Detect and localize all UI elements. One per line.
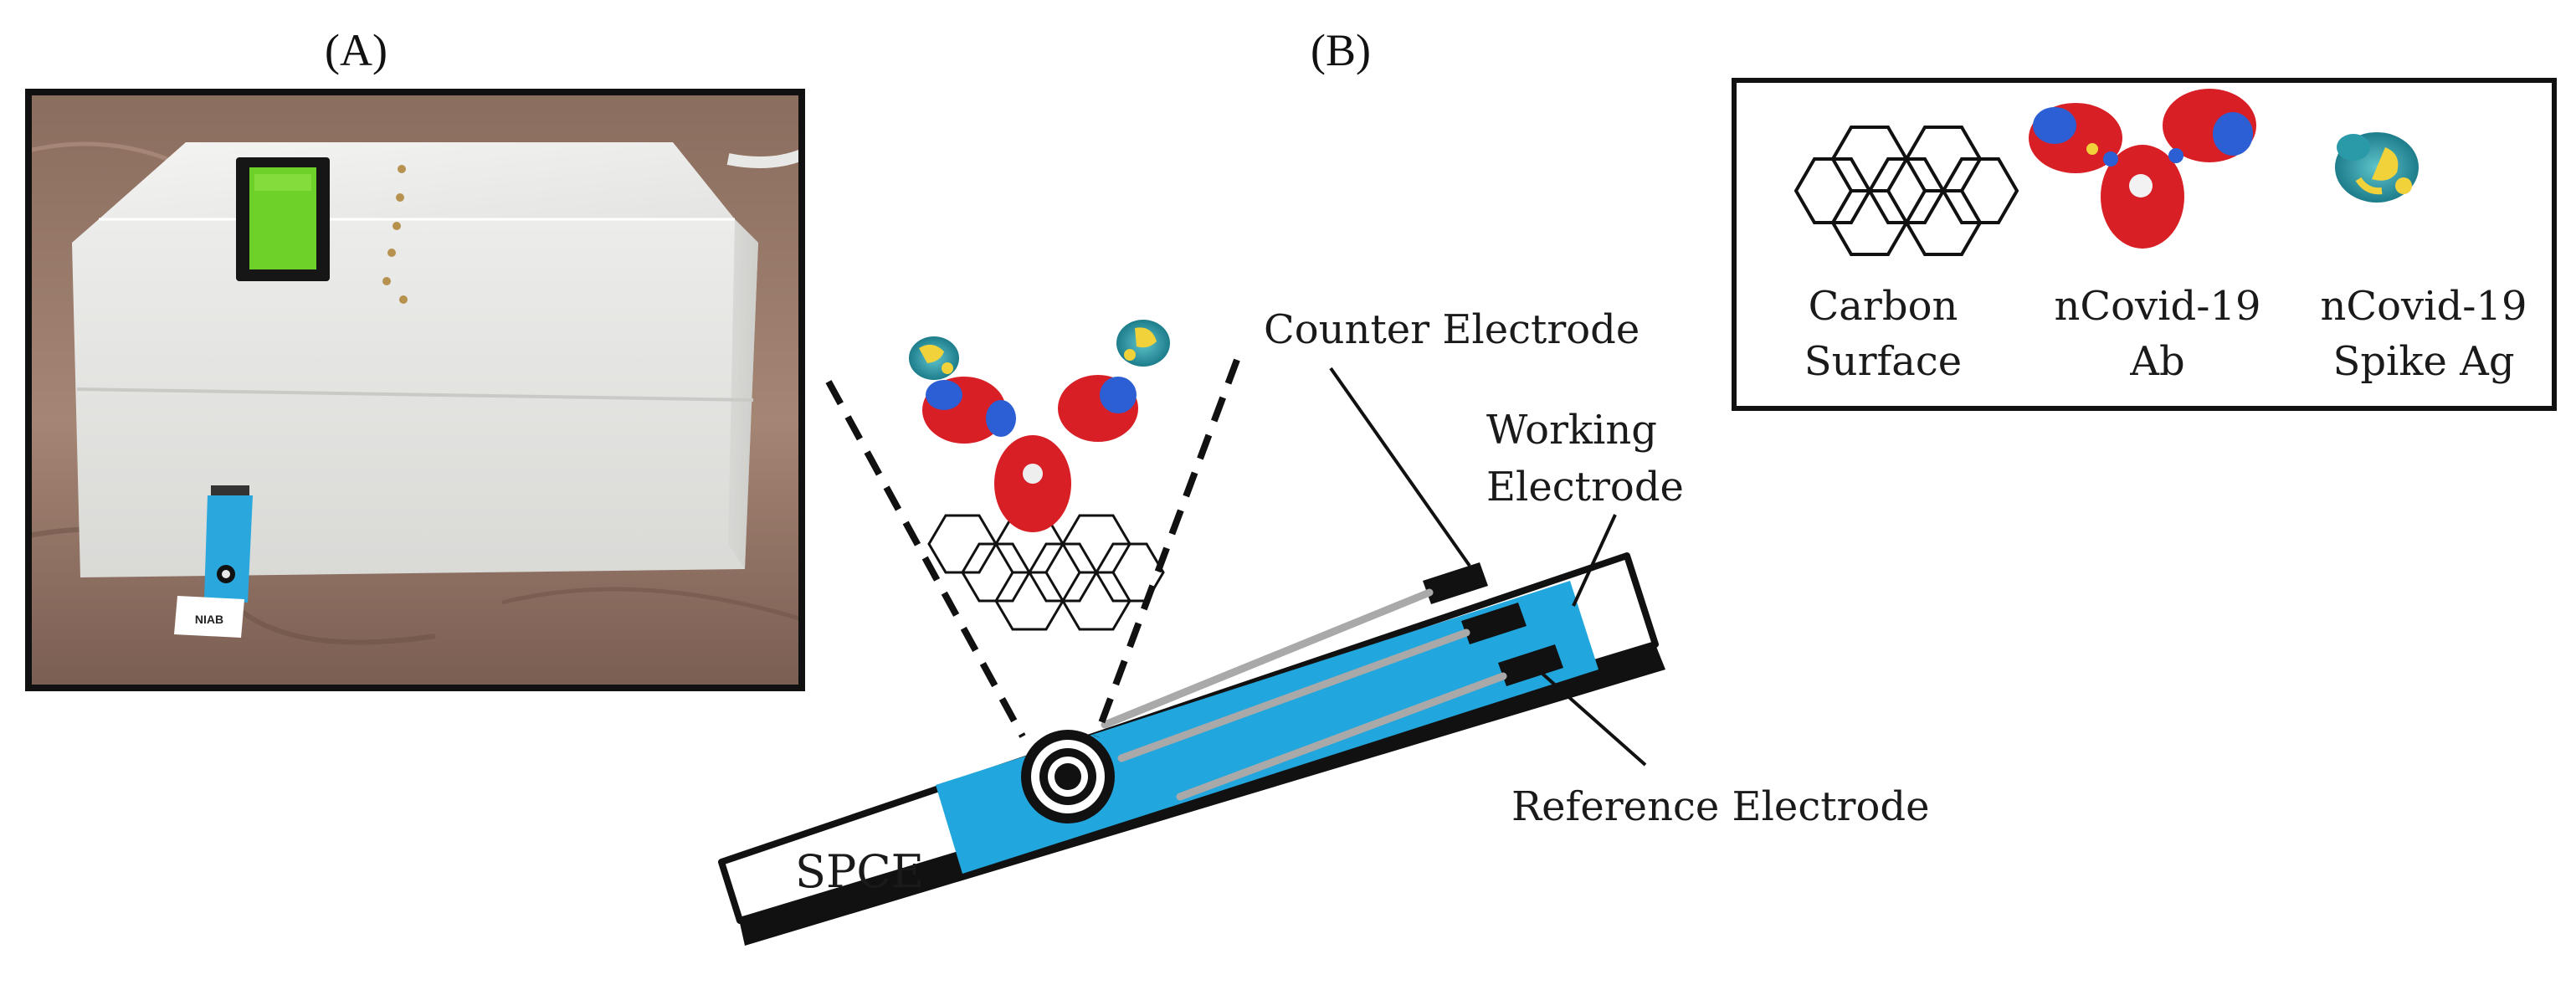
zoom-antigen-right xyxy=(1116,320,1170,367)
lcd-display xyxy=(236,157,330,281)
status-leds xyxy=(382,165,408,304)
legend-antigen-label-2: Spike Ag xyxy=(2332,338,2514,385)
strip-brand-text: NIAB xyxy=(195,613,223,626)
legend-antibody-label-2: Ab xyxy=(2129,338,2184,385)
panel-a-label: (A) xyxy=(325,25,387,75)
zoom-lines xyxy=(825,358,1240,738)
electrode-tracks xyxy=(1101,588,1507,801)
legend-antigen-icon xyxy=(2335,132,2419,203)
device-test-strip: NIAB xyxy=(174,485,253,638)
reference-electrode-label: Reference Electrode xyxy=(1511,783,1929,830)
electrode-circle xyxy=(1021,730,1115,823)
legend-antibody-icon xyxy=(2029,89,2256,249)
legend-antibody-label-1: nCovid-19 xyxy=(2054,283,2260,330)
legend-carbon-label-1: Carbon xyxy=(1809,283,1958,330)
panel-b-label: (B) xyxy=(1311,25,1371,75)
working-electrode-label-2: Electrode xyxy=(1486,464,1684,510)
counter-electrode-label: Counter Electrode xyxy=(1264,306,1640,353)
legend-carbon-label-2: Surface xyxy=(1804,338,1962,385)
device-photo: NIAB xyxy=(25,89,805,691)
legend-carbon-icon xyxy=(1793,126,2019,256)
leader-lines xyxy=(1329,367,1647,767)
spce-strip: SPCE xyxy=(718,552,1665,946)
legend-antigen-label-1: nCovid-19 xyxy=(2320,283,2527,330)
zoom-antigen-left xyxy=(909,336,959,380)
spce-label: SPCE xyxy=(795,845,924,898)
working-electrode-label-1: Working xyxy=(1486,407,1657,454)
device-box-top xyxy=(99,142,735,219)
zoom-antibody xyxy=(922,375,1138,532)
zoom-carbon-surface xyxy=(927,514,1165,631)
legend-box: Carbon Surface nCovid-19 Ab nCovid-19 Sp… xyxy=(1732,78,2557,411)
